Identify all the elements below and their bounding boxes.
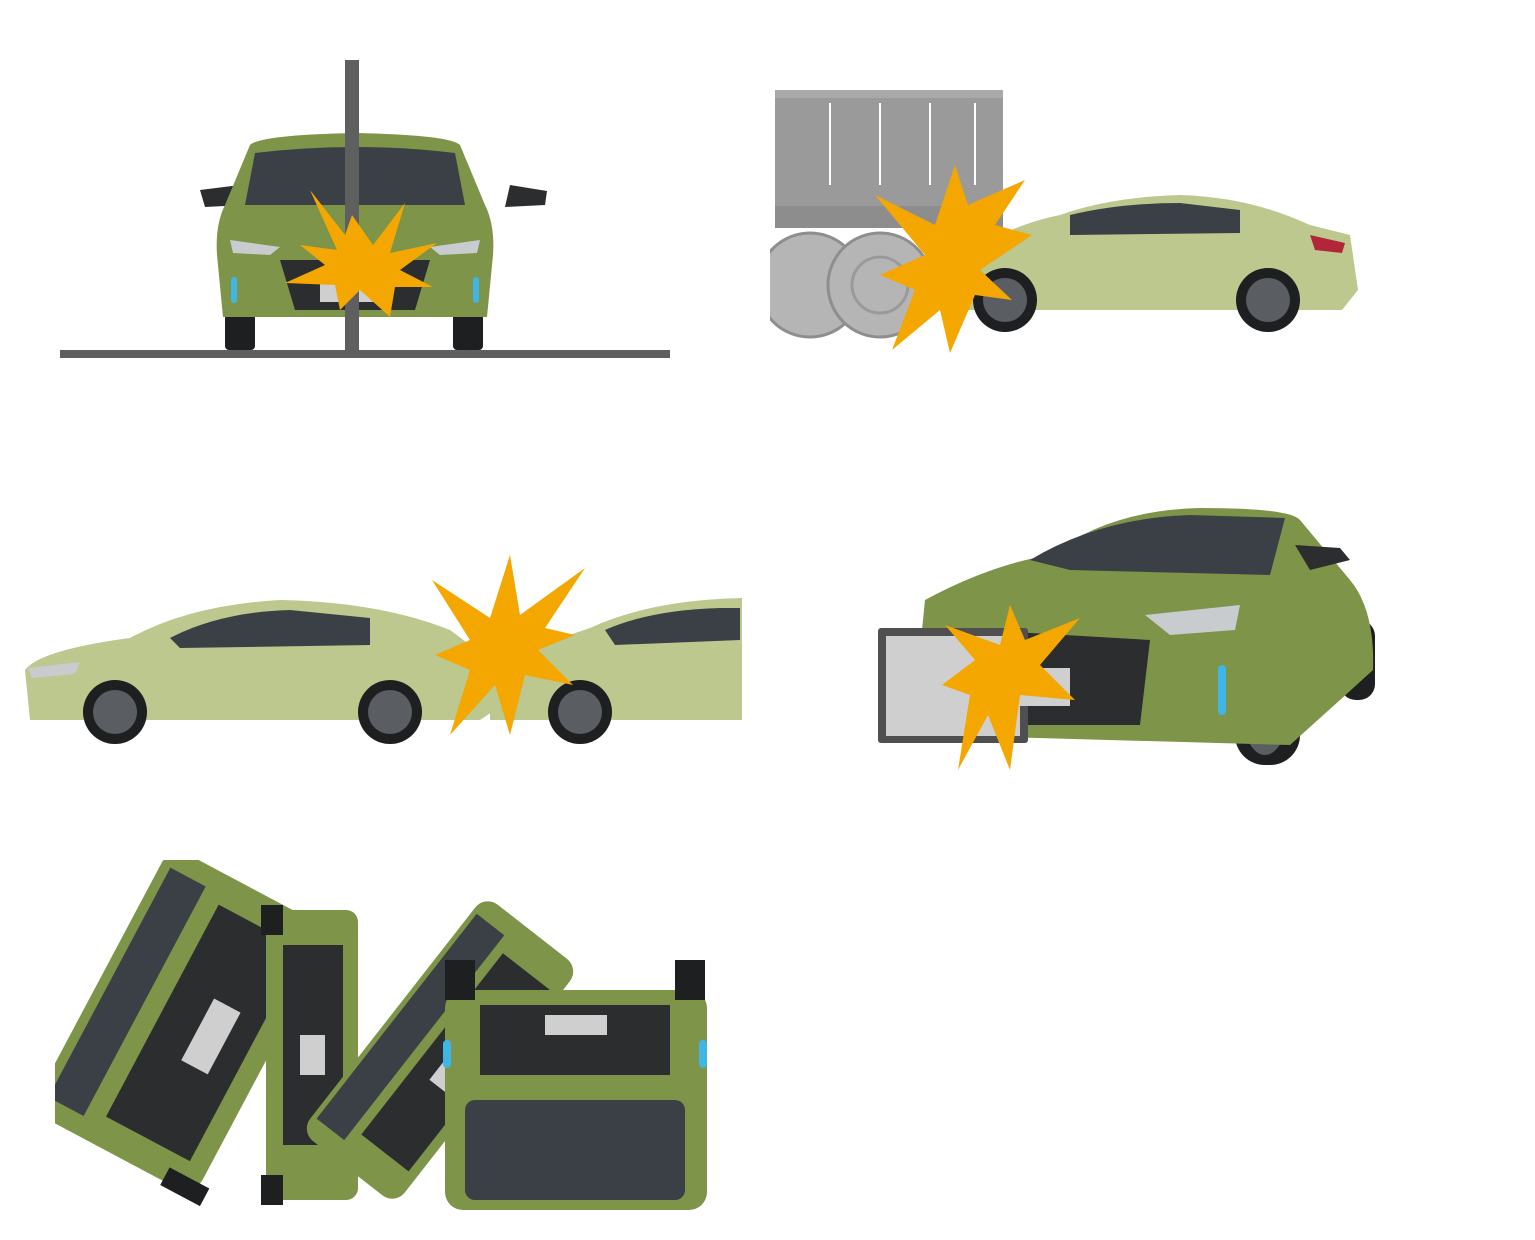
accent-light <box>1218 665 1226 715</box>
pole-collision-icon <box>60 60 670 358</box>
pole-impact-scene <box>55 55 675 365</box>
truck-collision-icon <box>770 90 1358 353</box>
rear-end-collision-icon <box>25 555 742 744</box>
impact-burst <box>942 605 1080 770</box>
rear-car-windows <box>605 608 740 645</box>
right-accent-light <box>473 277 479 303</box>
side-mirror <box>1295 545 1350 570</box>
truck-underride-scene <box>770 85 1370 360</box>
tail-light <box>1310 235 1345 253</box>
rear-end-scene <box>20 550 745 755</box>
trailer-top-rail <box>775 90 1003 98</box>
side-windows <box>1070 203 1240 235</box>
impact-burst <box>875 165 1032 353</box>
rollover-car-1 <box>55 860 346 1207</box>
ground-line <box>60 350 670 358</box>
right-mirror <box>505 185 547 207</box>
pole <box>345 60 359 355</box>
barrier-collision-icon <box>878 508 1375 770</box>
barrier-impact-scene <box>870 500 1385 775</box>
front-car-windows <box>170 610 370 648</box>
headlight <box>1145 605 1240 635</box>
left-headlight <box>230 240 280 255</box>
impact-burst <box>285 190 437 317</box>
rollover-car-4 <box>443 960 707 1210</box>
trailer-box <box>775 98 1003 206</box>
right-headlight <box>430 240 480 255</box>
impact-burst <box>432 555 585 735</box>
left-accent-light <box>231 277 237 303</box>
rollover-icon <box>55 860 707 1210</box>
windshield <box>1030 515 1285 575</box>
front-car-headlight <box>28 662 80 678</box>
rollover-scene <box>55 860 745 1210</box>
